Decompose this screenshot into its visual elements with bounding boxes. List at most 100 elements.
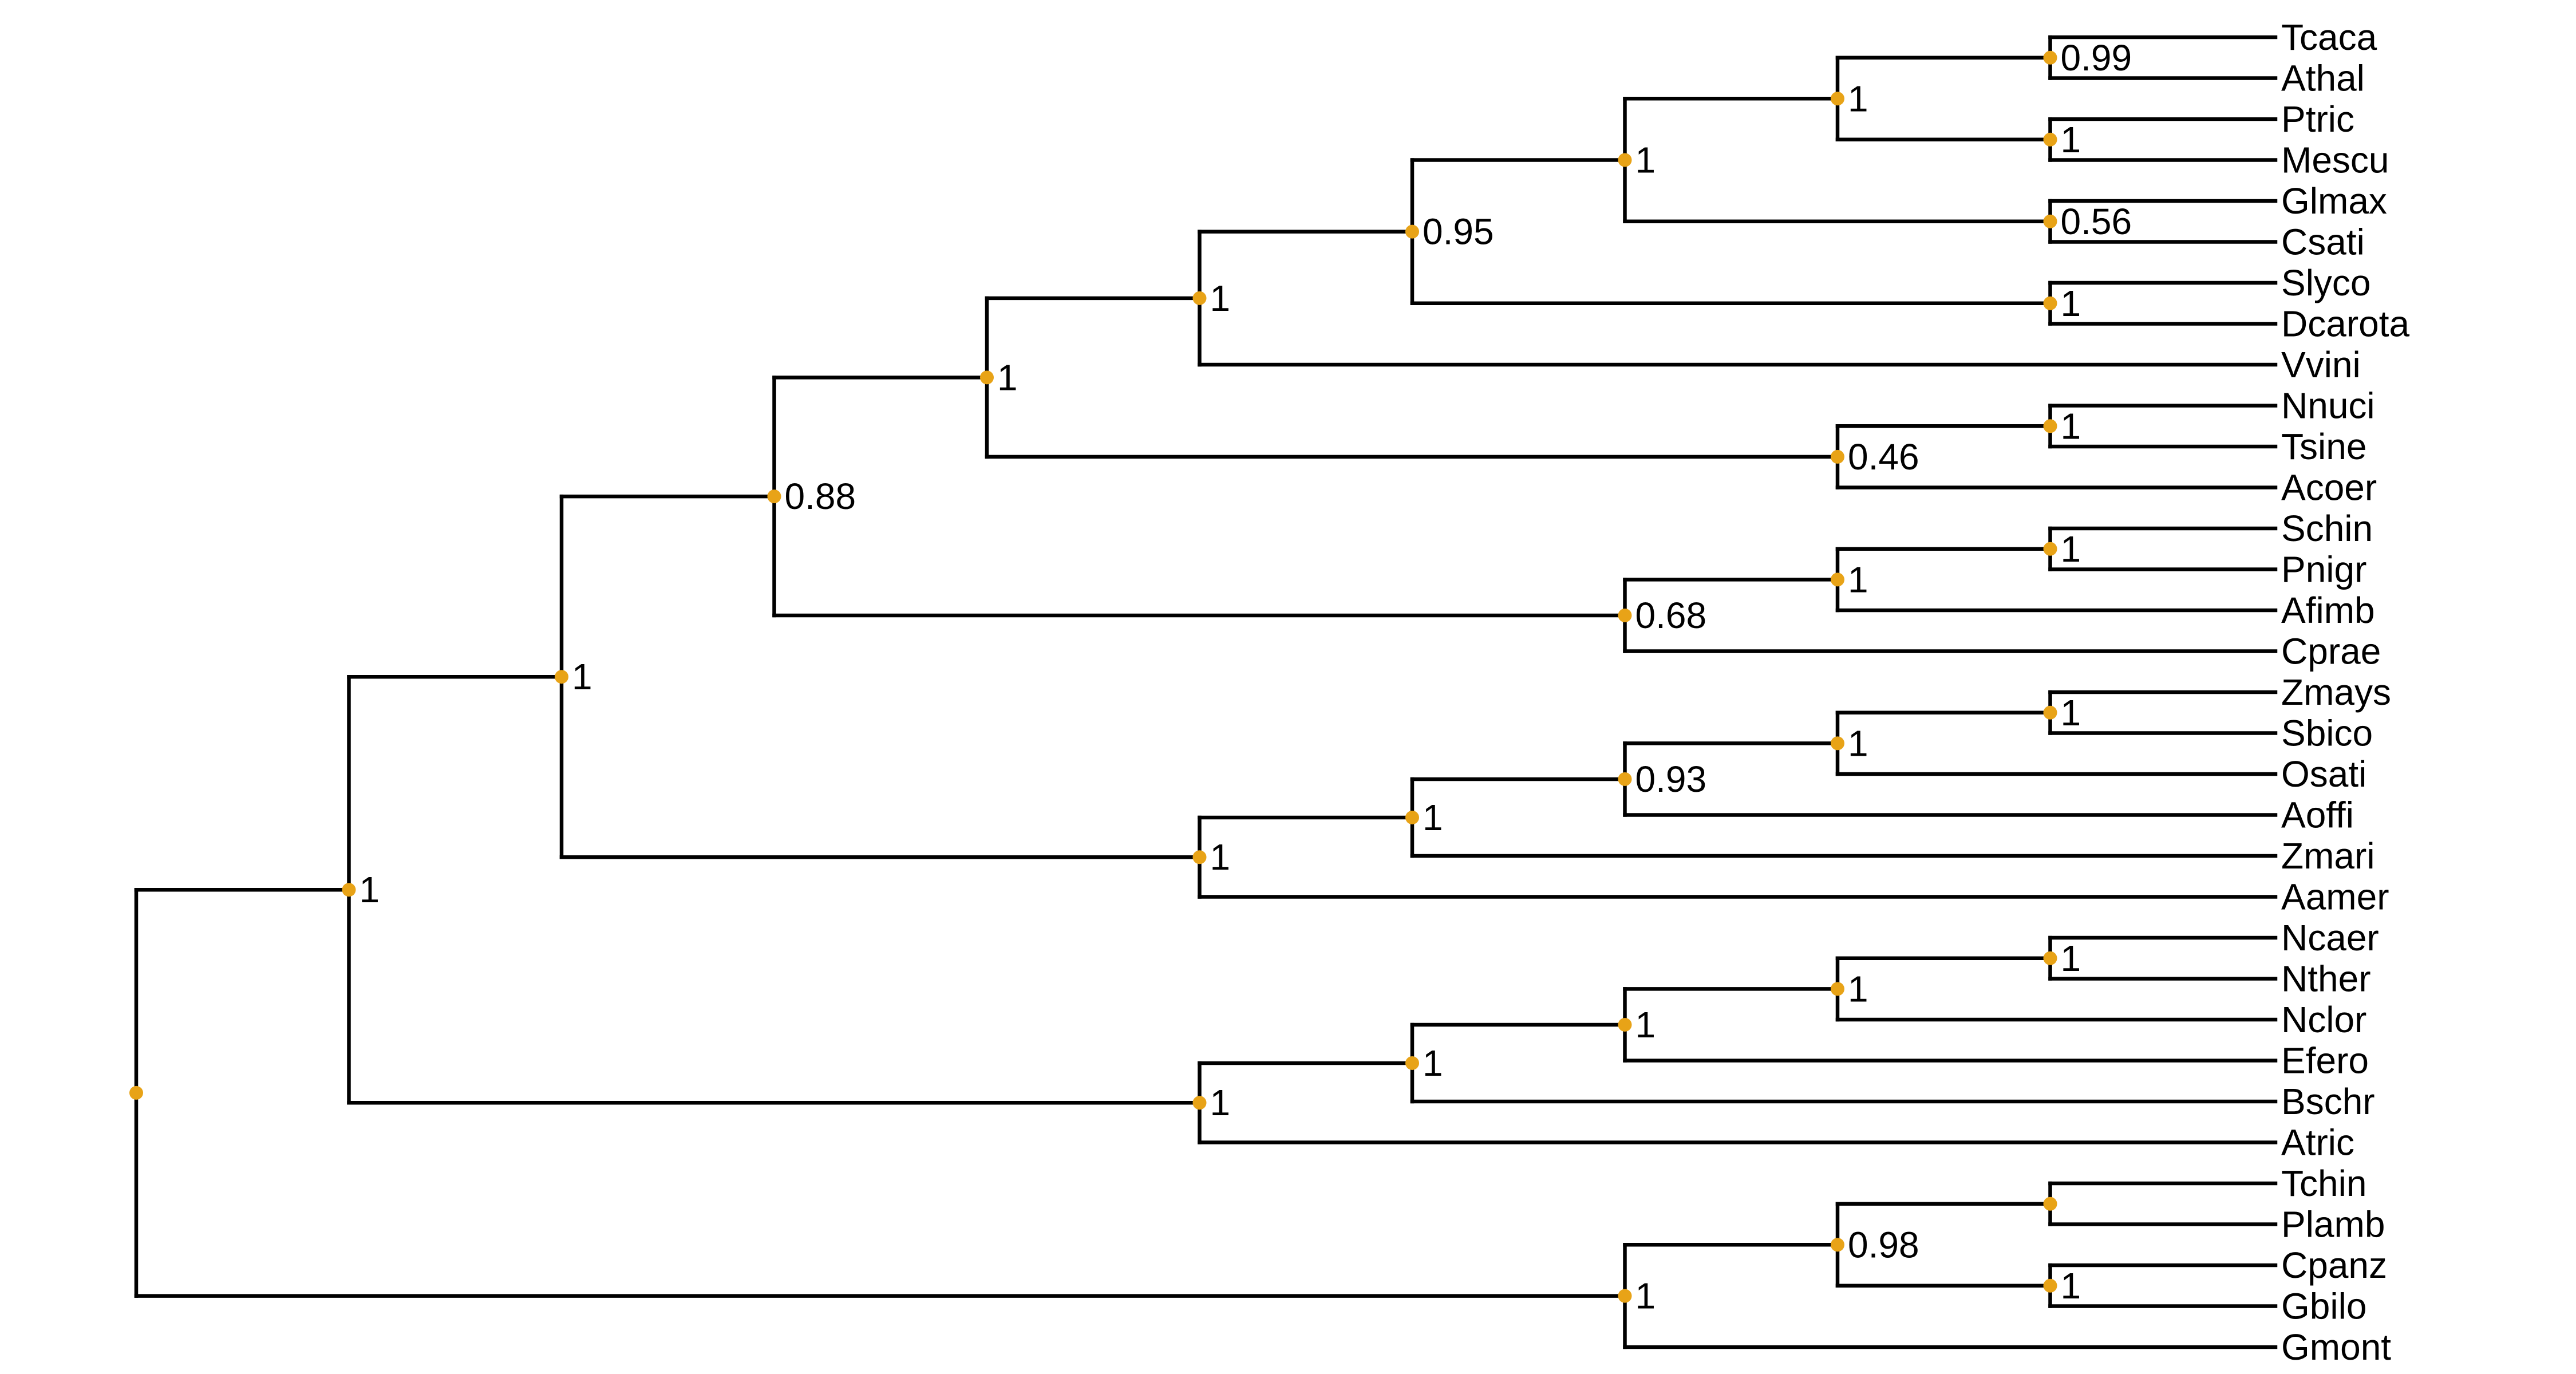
node-marker-n16 [2043, 705, 2057, 720]
tip-label-sbico: Sbico [2281, 713, 2373, 754]
node-marker-n13 [1831, 572, 1844, 587]
support-label-n27: 1 [359, 869, 380, 910]
support-label-n15: 0.88 [785, 476, 856, 517]
tip-label-cprae: Cprae [2281, 631, 2381, 672]
node-marker-n31 [1618, 1289, 1632, 1303]
tip-labels: TcacaAthalPtricMescuGlmaxCsatiSlycoDcaro… [2281, 17, 2410, 1368]
node-marker-n22 [2043, 951, 2057, 965]
support-label-n29: 1 [2061, 1265, 2081, 1306]
node-marker-n30 [1831, 1238, 1844, 1252]
node-marker-n01 [2043, 50, 2057, 65]
node-marker-root [129, 1085, 143, 1100]
tip-label-mescu: Mescu [2281, 140, 2389, 181]
tip-label-glmax: Glmax [2281, 180, 2387, 222]
tip-label-bschr: Bschr [2281, 1081, 2375, 1122]
support-label-n25: 1 [1423, 1043, 1443, 1084]
tip-label-atric: Atric [2281, 1122, 2354, 1163]
node-marker-n05 [1618, 153, 1632, 167]
node-marker-n10 [1831, 449, 1844, 464]
node-markers [129, 50, 2057, 1303]
node-marker-n20 [1192, 850, 1207, 864]
support-label-n11: 1 [997, 357, 1018, 398]
tip-label-cpanz: Cpanz [2281, 1245, 2387, 1286]
node-marker-n19 [1405, 810, 1419, 824]
support-label-n23: 1 [1848, 968, 1868, 1009]
tip-label-nclor: Nclor [2281, 999, 2366, 1040]
node-marker-n11 [980, 370, 994, 385]
node-marker-n12 [2043, 542, 2057, 556]
node-marker-n28 [2043, 1197, 2057, 1211]
node-marker-n27 [342, 883, 356, 897]
tip-label-gbilo: Gbilo [2281, 1286, 2366, 1327]
node-marker-n02 [2043, 132, 2057, 147]
support-label-n12: 1 [2061, 528, 2081, 570]
support-label-n13: 1 [1848, 559, 1868, 600]
node-marker-n25 [1405, 1056, 1419, 1070]
support-label-n06: 1 [2061, 283, 2081, 324]
node-marker-n24 [1618, 1017, 1632, 1032]
tip-label-gmont: Gmont [2281, 1326, 2391, 1368]
node-marker-n17 [1831, 736, 1844, 751]
support-label-n05: 1 [1635, 140, 1656, 181]
node-marker-n18 [1618, 772, 1632, 786]
support-label-n30: 0.98 [1848, 1224, 1919, 1265]
tip-label-acoer: Acoer [2281, 467, 2377, 508]
support-label-n09: 1 [2061, 405, 2081, 447]
node-marker-n29 [2043, 1278, 2057, 1293]
support-label-n26: 1 [1210, 1082, 1231, 1123]
tip-label-nther: Nther [2281, 958, 2371, 1000]
tip-label-athal: Athal [2281, 58, 2365, 99]
tip-label-afimb: Afimb [2281, 590, 2375, 631]
tip-label-osati: Osati [2281, 753, 2366, 795]
support-label-n17: 1 [1848, 722, 1868, 764]
support-label-n04: 0.56 [2061, 201, 2132, 242]
support-values: 0.99 1 1 0.56 1 1 0.95 1 1 0.46 1 1 1 0.68 0.88 1 1 0.93 1… [359, 37, 2132, 1317]
tip-label-tchin: Tchin [2281, 1163, 2366, 1204]
tip-label-schin: Schin [2281, 508, 2373, 549]
support-label-n01: 0.99 [2061, 37, 2132, 78]
tip-label-tsine: Tsine [2281, 426, 2366, 467]
node-marker-n15 [767, 489, 781, 504]
support-label-n21: 1 [572, 656, 592, 697]
support-label-n24: 1 [1635, 1004, 1656, 1045]
tip-label-slyco: Slyco [2281, 262, 2371, 303]
tip-label-aamer: Aamer [2281, 876, 2389, 918]
node-marker-n23 [1831, 982, 1844, 996]
support-label-n02: 1 [2061, 119, 2081, 160]
tip-label-tcaca: Tcaca [2281, 17, 2377, 58]
support-label-n19: 1 [1423, 797, 1443, 838]
tip-label-zmays: Zmays [2281, 672, 2391, 713]
support-label-n18: 0.93 [1635, 759, 1707, 800]
support-label-n22: 1 [2061, 938, 2081, 979]
node-marker-n26 [1192, 1096, 1207, 1110]
tip-label-zmari: Zmari [2281, 835, 2375, 876]
tip-label-pnigr: Pnigr [2281, 549, 2366, 590]
support-label-n10: 0.46 [1848, 436, 1919, 477]
support-label-n14: 0.68 [1635, 595, 1707, 636]
tip-label-plamb: Plamb [2281, 1204, 2385, 1245]
support-label-n03: 1 [1848, 78, 1868, 119]
node-marker-n14 [1618, 608, 1632, 622]
node-marker-n09 [2043, 419, 2057, 433]
tip-label-dcarota: Dcarota [2281, 303, 2410, 345]
node-marker-n06 [2043, 296, 2057, 310]
node-marker-n04 [2043, 214, 2057, 228]
support-label-n16: 1 [2061, 692, 2081, 733]
tip-label-efero: Efero [2281, 1040, 2369, 1081]
node-marker-n21 [555, 670, 568, 684]
tip-label-csati: Csati [2281, 222, 2365, 263]
node-marker-n07 [1405, 224, 1419, 239]
node-marker-n03 [1831, 92, 1844, 106]
support-label-n20: 1 [1210, 836, 1231, 878]
support-label-n08: 1 [1210, 278, 1231, 319]
node-marker-n08 [1192, 291, 1207, 305]
tip-label-vvini: Vvini [2281, 344, 2361, 385]
tip-label-ncaer: Ncaer [2281, 917, 2379, 958]
support-label-n31: 1 [1635, 1276, 1656, 1317]
support-label-n07: 0.95 [1423, 211, 1494, 252]
tip-label-aoffi: Aoffi [2281, 795, 2354, 836]
branch-lines [134, 35, 2278, 1349]
tip-label-ptric: Ptric [2281, 98, 2354, 140]
tip-label-nnuci: Nnuci [2281, 385, 2375, 427]
